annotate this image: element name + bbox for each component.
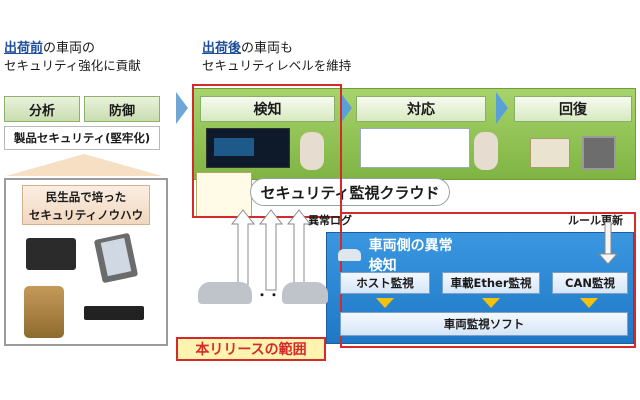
device-icon — [582, 136, 616, 170]
operator-image — [300, 132, 324, 170]
flow-chevron-2 — [496, 92, 508, 124]
flow-chevron-1 — [340, 92, 352, 124]
right-heading-rest: の車両も — [241, 41, 294, 56]
recover-box: 回復 — [514, 96, 632, 122]
layer-triangle — [6, 154, 162, 176]
product-security-box: 製品セキュリティ(堅牢化) — [4, 126, 160, 150]
rule-update-arrow — [598, 222, 618, 265]
car-image-1 — [198, 282, 252, 304]
knowhow-label: 民生品で培った セキュリティノウハウ — [22, 185, 150, 225]
host-monitor-box: ホスト監視 — [340, 272, 430, 294]
right-heading-line2: セキュリティレベルを維持 — [202, 58, 352, 73]
vehicle-software-box: 車両監視ソフト — [340, 312, 628, 336]
tv-icon — [26, 238, 76, 270]
ether-monitor-box: 車載Ether監視 — [442, 272, 540, 294]
knowhow-line2: セキュリティノウハウ — [28, 208, 144, 222]
release-scope-label: 本リリースの範囲 — [176, 337, 326, 361]
analysis-box: 分析 — [4, 96, 80, 122]
anomaly-log-label: 異常ログ — [308, 214, 352, 227]
respond-box: 対応 — [356, 96, 486, 122]
ether-arrow — [482, 298, 500, 308]
vehicle-title: 車両側の異常検知 — [368, 238, 453, 274]
left-heading: 出荷前の車両の セキュリティ強化に貢献 — [4, 40, 189, 75]
upload-arrows — [230, 209, 312, 291]
host-arrow — [376, 298, 394, 308]
detect-box: 検知 — [200, 96, 335, 122]
detect-highlight-frame — [192, 84, 342, 218]
phase-chevron — [176, 92, 188, 124]
security-cloud: セキュリティ監視クラウド — [250, 178, 450, 206]
right-heading: 出荷後の車両も セキュリティレベルを維持 — [202, 40, 422, 75]
left-heading-rest: の車両の — [43, 41, 96, 56]
folder-icon — [530, 138, 570, 168]
left-heading-emph: 出荷前 — [4, 41, 44, 56]
can-arrow — [580, 298, 598, 308]
can-monitor-box: CAN監視 — [552, 272, 628, 294]
analyst-image — [474, 132, 498, 170]
smartphone-icon — [24, 286, 64, 338]
vehicle-title-row: 車両側の異常検知 — [338, 238, 466, 274]
car-icon — [338, 249, 361, 261]
knowhow-line1: 民生品で培った — [45, 190, 127, 204]
defense-box: 防御 — [84, 96, 160, 122]
world-map-image — [214, 138, 254, 156]
left-heading-line2: セキュリティ強化に貢献 — [4, 58, 141, 73]
right-heading-emph: 出荷後 — [202, 41, 242, 56]
car-image-2 — [282, 282, 328, 304]
recorder-icon — [84, 306, 144, 320]
response-diagram-image — [360, 128, 470, 168]
